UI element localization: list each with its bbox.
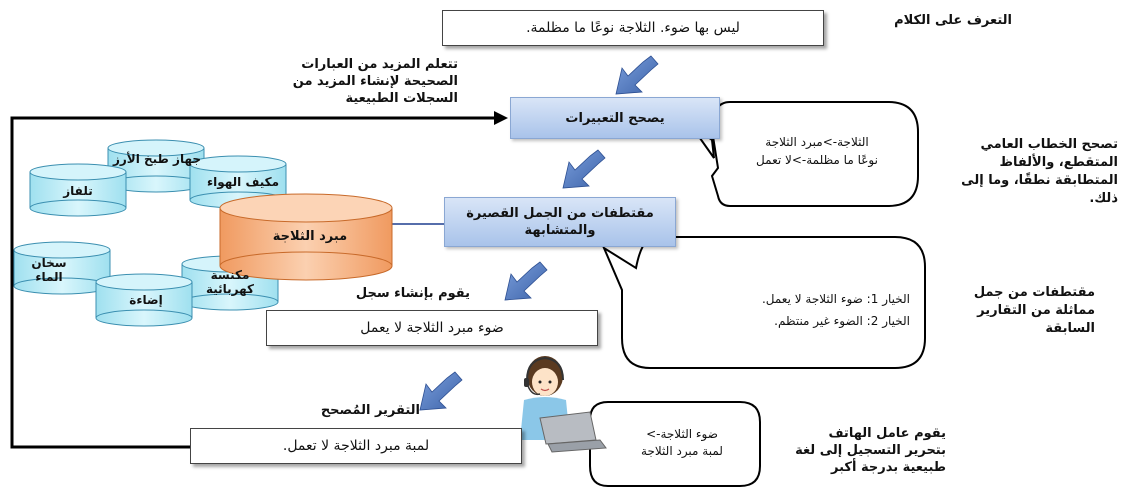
operator-line-2: لمبة مبرد الثلاجة [641, 444, 723, 458]
option-line-2: الخيار 2: الضوء غير منتظم. [774, 314, 910, 328]
excerpts-short-box: مقتطفات من الجمل القصيرة والمتشابهة [444, 197, 676, 247]
final-output-text: لمبة مبرد الثلاجة لا تعمل. [282, 438, 430, 454]
options-bubble: الخيار 1: ضوء الثلاجة لا يعمل. الخيار 2:… [640, 288, 910, 332]
options-bubble-shape [601, 236, 926, 369]
operator-icon [520, 356, 607, 453]
operator-edits-note: يقوم عامل الهاتف بتحرير التسجيل إلى لغة … [795, 426, 946, 475]
correct-speech-note: تصحح الخطاب العامي المتقطع، والألفاظ الم… [961, 137, 1118, 206]
record-output-box: ضوء مبرد الثلاجة لا يعمل [266, 310, 598, 346]
feedback-loop-line [10, 111, 508, 449]
db-label-vacuum: مكنسة كهربائية [205, 268, 255, 296]
db-label-tv: تلفاز [63, 184, 93, 198]
db-label-air-conditioner: مكيف الهواء [206, 175, 280, 189]
db-cylinder-rice-cooker [107, 139, 205, 193]
excerpts-similar-note: مقتطفات من جمل مماثلة من التقارير السابق… [973, 285, 1095, 336]
final-output-box: لمبة مبرد الثلاجة لا تعمل. [190, 428, 522, 464]
correction-bubble: الثلاجة->مبرد الثلاجة نوعًا ما مظلمة->لا… [722, 133, 912, 169]
flow-arrow-1 [615, 55, 659, 95]
option-line-1: الخيار 1: ضوء الثلاجة لا يعمل. [761, 292, 910, 306]
correction-line-2: نوعًا ما مظلمة->لا تعمل [756, 153, 878, 167]
creates-record-label: يقوم بإنشاء سجل [355, 286, 470, 301]
correction-line-1: الثلاجة->مبرد الثلاجة [765, 135, 869, 149]
speech-input-text: ليس بها ضوء. الثلاجة نوعًا ما مظلمة. [526, 20, 740, 36]
excerpts-short-label: مقتطفات من الجمل القصيرة والمتشابهة [466, 206, 654, 238]
db-cylinder-lighting [95, 273, 193, 327]
db-label-water-heater: سخان الماء [31, 256, 67, 284]
flow-arrow-4 [419, 371, 463, 411]
speech-recognition-label: التعرف على الكلام [894, 13, 1012, 28]
record-output-text: ضوء مبرد الثلاجة لا يعمل [360, 320, 504, 336]
learn-more-note: تتعلم المزيد من العبارات الصحيحة لإنشاء … [292, 57, 458, 106]
flow-arrow-3 [504, 261, 548, 301]
db-cylinder-water-heater [13, 241, 111, 295]
flow-arrow-2 [562, 149, 606, 189]
db-label-rice-cooker: جهاز طبخ الأرز [112, 152, 202, 166]
db-label-lighting: إضاءة [129, 293, 163, 307]
db-cylinder-tv [29, 163, 127, 217]
operator-line-1: ضوء الثلاجة-> [646, 427, 718, 441]
corrects-expressions-label: يصحح التعبيرات [565, 110, 665, 126]
db-label-refrigerator: مبرد الثلاجة [272, 229, 348, 244]
operator-bubble: ضوء الثلاجة-> لمبة مبرد الثلاجة [608, 426, 756, 460]
corrects-expressions-box: يصحح التعبيرات [510, 97, 720, 139]
speech-input-box: ليس بها ضوء. الثلاجة نوعًا ما مظلمة. [442, 10, 824, 46]
corrected-report-label: التقرير المُصحح [320, 403, 420, 418]
db-cylinder-refrigerator [219, 193, 393, 281]
